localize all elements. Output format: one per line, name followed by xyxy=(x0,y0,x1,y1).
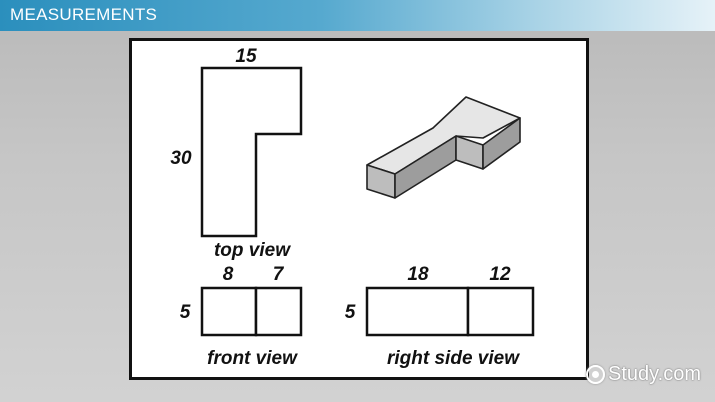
top-view-width-label: 15 xyxy=(235,46,257,67)
side-view-right-box xyxy=(466,286,535,337)
front-view-caption: front view xyxy=(207,348,298,369)
side-view-left-box xyxy=(365,286,470,337)
side-view-right-label: 12 xyxy=(489,264,511,285)
isometric-block xyxy=(366,96,521,199)
iso-front-face-notch xyxy=(455,135,484,170)
top-view-caption: top view xyxy=(214,240,291,261)
top-view-height-label: 30 xyxy=(170,148,192,169)
side-view-left-label: 18 xyxy=(407,264,429,285)
front-view-left-label: 8 xyxy=(223,264,234,285)
front-view-height-label: 5 xyxy=(180,302,191,323)
watermark-text: Study.com xyxy=(608,363,701,385)
top-view-shape xyxy=(200,66,303,238)
study-watermark: Study.com xyxy=(586,363,701,386)
page-title: MEASUREMENTS xyxy=(10,5,158,24)
study-logo-icon xyxy=(586,365,605,384)
front-view-left-box xyxy=(200,286,258,337)
side-view-caption: right side view xyxy=(387,348,520,369)
iso-side-face-end xyxy=(482,117,521,170)
front-view-right-box xyxy=(254,286,303,337)
side-view-height-label: 5 xyxy=(345,302,356,323)
front-view-right-label: 7 xyxy=(273,264,285,285)
header-bar: MEASUREMENTS xyxy=(0,0,715,31)
